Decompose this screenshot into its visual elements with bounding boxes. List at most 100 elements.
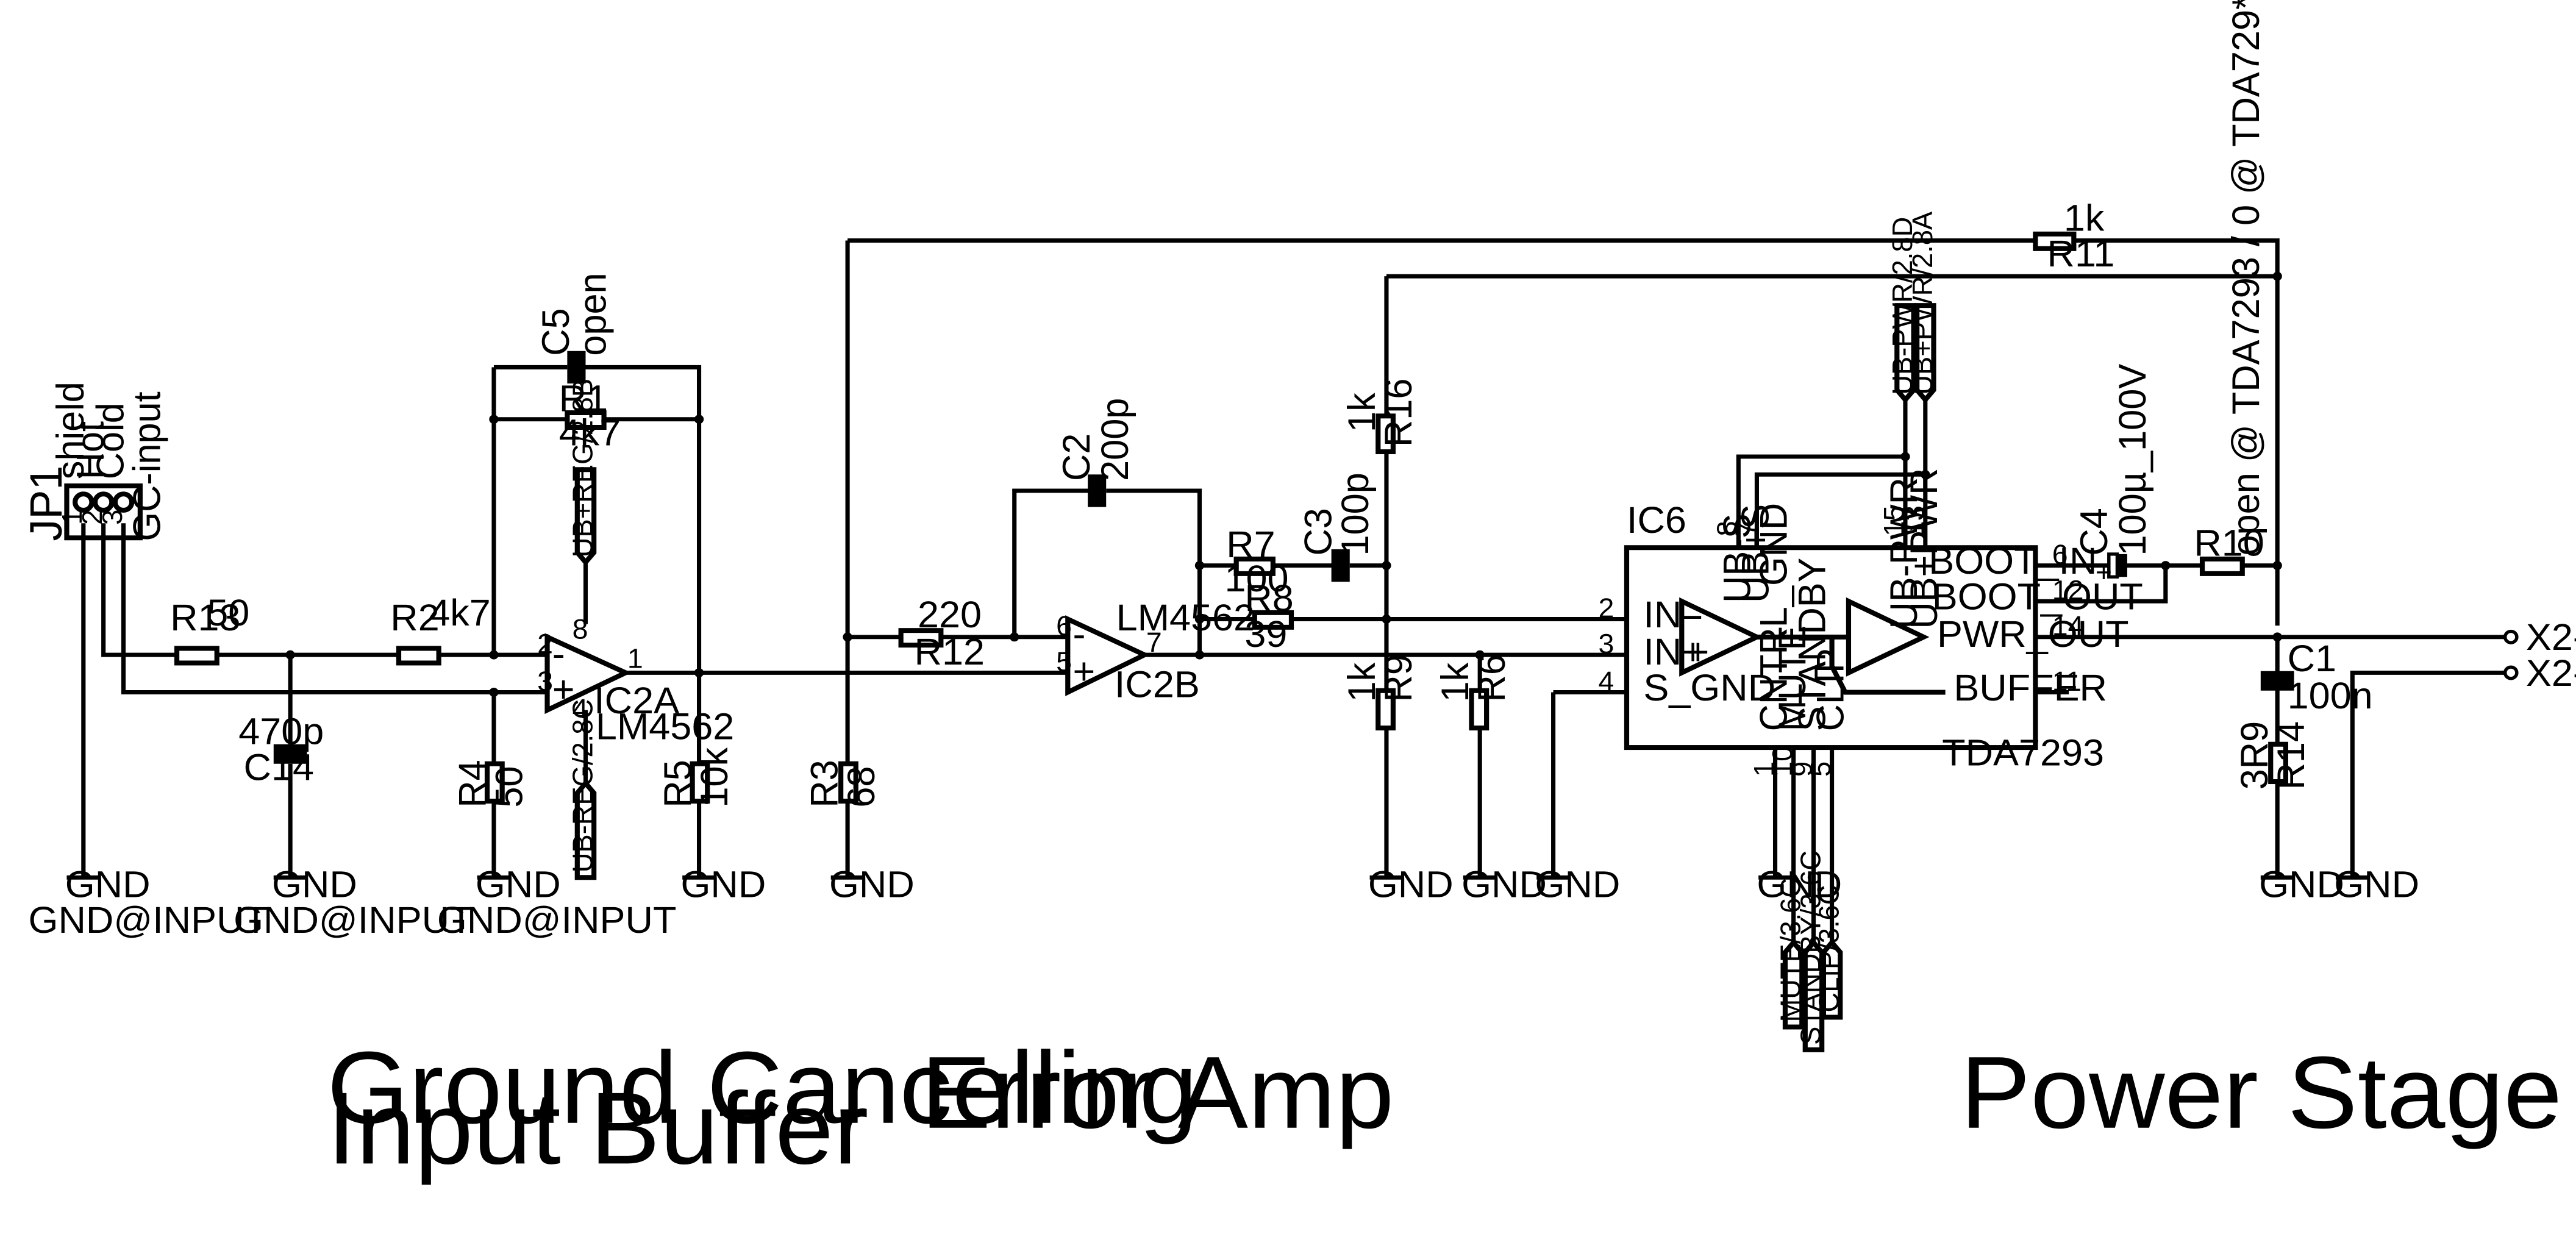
r1-value: 4k7 [559,412,621,454]
ic6-pin-number: 3 [1598,628,1614,659]
capacitor-c4[interactable]: + C4 100µ_100V [2073,363,2154,588]
gnd-input-label: GND@INPUT [234,900,473,941]
junction-dot [1194,561,1205,571]
junction-dot [1194,650,1205,660]
ic2a-pin-number: 4 [573,693,588,724]
ic6-pin-label-mute: MUTE [1771,626,1814,732]
ic6-pin-number: 10 [1766,746,1798,777]
jp1-pin-number: 2 [76,510,108,525]
resistor-r1[interactable]: R1 4k7 [559,378,621,454]
resistor-r10[interactable]: R10 open @ TDA7293 / 0 @ TDA729* [2194,0,2267,576]
ub-minus-pwr-label: UB-PWR/2.8D [1886,217,1918,395]
ic6-pin-number: 13 [1898,505,1930,536]
c1-name: C1 [2288,638,2336,680]
junction-dot [2272,632,2282,642]
net-label-ub-plus-reg[interactable]: UB+REG/2.8B [566,379,599,566]
resistor-r16[interactable]: 1k R16 [1341,379,1420,454]
ic6-pin-label-pwr-out: PWR_OUT [1937,614,2129,655]
resistor-r11[interactable]: 1k R11 [2033,198,2115,275]
opamp-ic2b[interactable]: - + 6 5 7 LM4562 IC2B [1056,597,1255,705]
capacitor-c5[interactable]: C5 open [535,273,614,384]
section-title-error-amp: Error Amp [921,1036,1394,1150]
ic6-pin-label-in-minus: IN- [1643,594,1694,636]
resistor-r5[interactable]: R5 10k [657,747,736,808]
r16-name: R16 [1377,379,1420,447]
ic2b-name: IC2B [1115,664,1200,705]
mute-label: MUTE/3.6C [1774,878,1807,1022]
ic6-pin-label-cntrl-gnd: CNTRL_GND [1753,503,1796,732]
resistor-r6[interactable]: 1k R6 [1434,654,1513,731]
resistor-r2[interactable]: R2 4k7 [390,593,491,666]
ic6-pin-label-ub-plus-s: UB+S [1735,504,1777,603]
r11-name: R11 [2047,234,2115,275]
junction-dot [285,650,295,660]
ic2a-plus: + [552,669,575,710]
ic6-pin-number: 7 [1729,521,1761,536]
ic6-pin-number: 14 [2052,610,2084,641]
r4-value: 50 [488,766,531,808]
resistor-r4[interactable]: R4 50 [452,760,531,807]
resistor-r14[interactable]: 3R9 R14 [2233,721,2313,790]
resistor-r8[interactable]: R8 39 [1244,578,1294,655]
capacitor-c2[interactable]: C2 200p [1055,398,1136,507]
ic6-pin-label-ub-plus-pwr: UB+PWR [1903,468,1946,629]
r14-value: 3R9 [2233,721,2276,790]
ic6-pin-number: 8 [1711,521,1743,536]
junction-dot [1382,561,1391,571]
net-label-ub-minus-pwr[interactable]: UB-PWR/2.8D [1886,217,1918,404]
ic2a-pin-number: 8 [573,613,588,644]
c2-value: 200p [1094,398,1136,481]
junction-dot [2161,561,2171,571]
resistor-r9[interactable]: 1k R9 [1341,654,1420,731]
r13-name: R13 [170,597,240,639]
net-label-ub-plus-pwr[interactable]: UB+PWR/2.8A [1906,211,1938,404]
net-label-mute[interactable]: MUTE/3.6C [1774,878,1807,1030]
r12-value: 220 [918,594,982,636]
pin-name-hot: Hot [70,421,112,479]
gnd-input-label: GND@INPUT [29,900,268,941]
power-ic-ic6[interactable]: IC6 TDA7293 2 IN- 3 IN+ 4 S_GND 6 BOOT_I… [1598,468,2143,777]
opamp-ic2a[interactable]: - + 2 3 1 8 4 IC2A LM4562 [537,613,734,748]
ic6-pin-number: 12 [2052,574,2084,605]
net-label-standby[interactable]: STANDBY/3.6C [1794,850,1827,1052]
r13-value: 50 [207,593,249,634]
ub-plus-pwr-label: UB+PWR/2.8A [1906,211,1938,394]
ic6-pin-number: 1 [1747,761,1780,777]
net-label-clip[interactable]: CLIP/3.6C [1813,885,1845,1020]
ic2b-pin-number: 7 [1146,626,1162,657]
gnd-label: GND [829,864,915,905]
clip-label: CLIP/3.6C [1813,885,1845,1013]
net-label-ub-minus-reg[interactable]: UB-REG/2.8C [566,699,599,880]
r8-value: 39 [1244,614,1287,655]
c4-name: C4 [2073,508,2116,555]
connector-jp1[interactable]: JP1 shield Hot Cold 1 2 3 GC-input [21,382,168,541]
ic2a-value: LM4562 [596,706,734,747]
ic6-pin-number: 4 [1598,665,1614,696]
r8-name: R8 [1244,578,1293,619]
r3-value: 68 [840,766,883,808]
r4-name: R4 [452,760,494,807]
ic6-pin-number: 6 [2052,538,2068,569]
standby-label: STANDBY/3.6C [1794,850,1827,1045]
resistor-r3[interactable]: R3 68 [804,760,883,807]
output-terminal-x2-2[interactable]: X2-2 [2503,617,2576,658]
ic6-pin-label-buffer: BUFFER [1953,668,2107,709]
ic6-value: TDA7293 [1942,732,2104,774]
ic2a-pin-number: 3 [537,665,553,696]
resistor-r7[interactable]: R7 100 [1225,524,1289,600]
c4-polarity: + [2096,557,2112,588]
gnd-label: GND [476,864,561,905]
capacitor-c14[interactable]: 470p C14 [238,711,324,788]
r7-value: 100 [1225,558,1289,600]
section-title-input-buffer-line2: Input Buffer [327,1071,868,1185]
ic6-pin-label-standby: STANDBY [1791,557,1834,731]
ic6-pin-number: 5 [1804,761,1836,777]
resistor-r12[interactable]: 220 R12 [898,594,985,673]
resistor-r13[interactable]: R13 50 [170,593,249,666]
ic6-pin-number: 11 [2052,665,2082,696]
capacitor-c1[interactable]: C1 100n [2260,638,2373,717]
ic2a-minus: - [552,633,565,675]
output-terminal-x2-1[interactable]: X2-1 [2503,653,2576,694]
capacitor-c3[interactable]: C3 100p [1297,472,1377,582]
